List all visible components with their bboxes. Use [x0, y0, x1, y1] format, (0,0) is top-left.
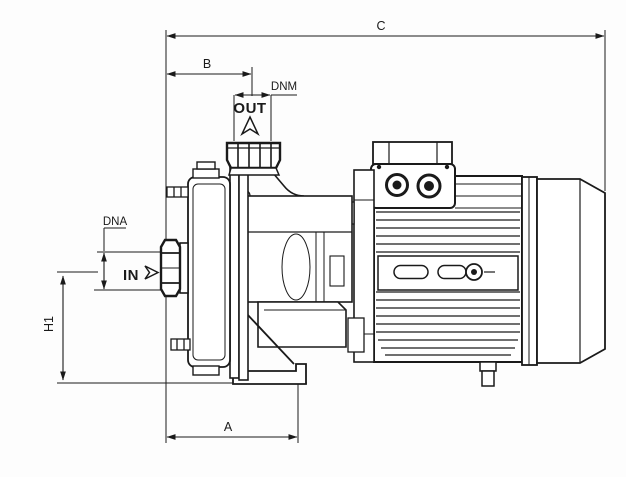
up-arrow-icon: [240, 115, 260, 136]
lid-screw-icon: [376, 164, 382, 170]
support-foot: [232, 312, 307, 385]
dim-label-a: A: [224, 420, 233, 434]
dim-label-dnm: DNM: [271, 81, 297, 93]
inlet-label: IN: [123, 267, 139, 284]
casing-cover: [166, 161, 249, 381]
right-arrow-icon: [144, 265, 160, 280]
motor-adapter: [345, 169, 375, 363]
outlet-port: [225, 141, 282, 176]
cable-gland-icon: [385, 173, 442, 199]
motor-nameplate: [377, 255, 519, 291]
dim-label-dna: DNA: [103, 216, 128, 228]
dim-label-b: B: [203, 57, 211, 71]
dim-label-h1: H1: [42, 316, 56, 332]
outlet-label: OUT: [233, 100, 266, 117]
dim-label-c: C: [376, 19, 385, 33]
terminal-box: [370, 141, 456, 209]
flange-bolt-icon: [166, 186, 191, 351]
motor-end-cap: [521, 176, 606, 366]
lid-screw-icon: [444, 164, 450, 170]
drain-plug: [479, 361, 497, 387]
pump-casing: [233, 172, 353, 348]
inlet-port: [159, 238, 189, 298]
dimension-lines: [60, 33, 605, 440]
motor-fins: [376, 211, 520, 333]
